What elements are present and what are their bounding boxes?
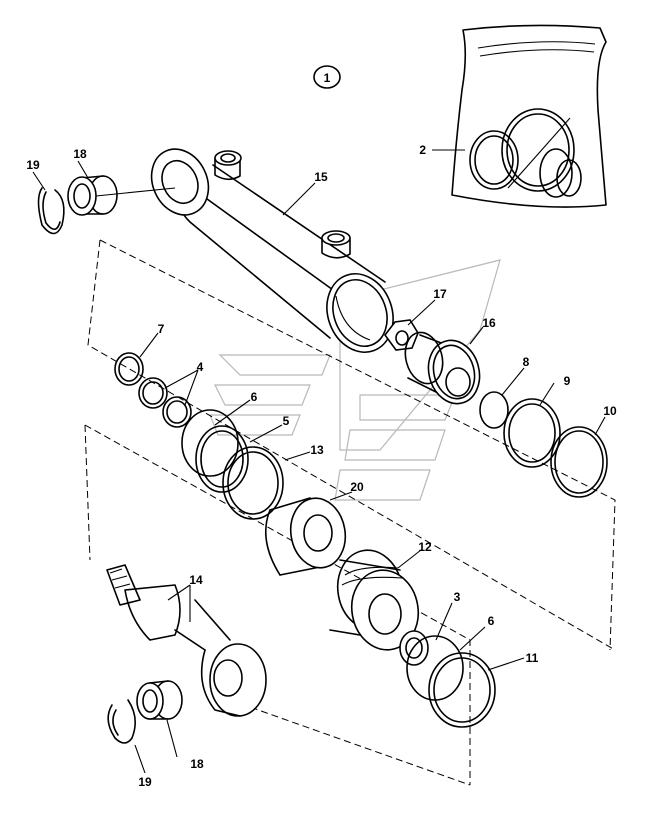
bushing-bottom [136, 680, 183, 720]
callout-14: 14 [189, 573, 203, 587]
callout-10: 10 [603, 404, 617, 418]
callout-9: 9 [564, 374, 571, 388]
bushing-top [67, 175, 176, 216]
callout-18-top: 18 [73, 147, 87, 161]
callout-6-upper: 6 [251, 390, 258, 404]
seal-rings-lower [406, 635, 496, 728]
assembly-guide-lines [84, 239, 616, 786]
cylinder-gland [329, 549, 420, 651]
callout-4: 4 [197, 360, 204, 374]
watermark-logo [209, 259, 501, 501]
callout-18-bottom: 18 [190, 757, 204, 771]
callout-13: 13 [310, 443, 324, 457]
piston-rod [106, 564, 267, 717]
o-ring-small [479, 391, 509, 429]
callout-7: 7 [158, 322, 165, 336]
assembly-number-badge: 1 [313, 65, 341, 89]
callout-8: 8 [523, 355, 530, 369]
callout-12: 12 [418, 540, 432, 554]
callout-16: 16 [482, 316, 496, 330]
seal-rings-middle [181, 409, 284, 520]
snap-ring-bottom [107, 699, 136, 744]
callout-2: 2 [419, 143, 426, 157]
callout-5: 5 [283, 414, 290, 428]
callout-20: 20 [350, 480, 364, 494]
callout-3: 3 [454, 590, 461, 604]
leader-lines [32, 149, 606, 774]
spacer-tube [264, 497, 347, 576]
callout-6-lower: 6 [488, 614, 495, 628]
callout-11: 11 [526, 651, 539, 665]
piston [404, 331, 481, 405]
callout-labels: 2 3 4 5 6 6 7 8 9 10 11 12 13 14 15 16 1… [26, 143, 617, 789]
wear-ring [550, 426, 608, 498]
wiper-ring [114, 352, 144, 386]
assembly-number-text: 1 [324, 71, 331, 85]
piston-seal-ring [503, 398, 561, 468]
cylinder-barrel [150, 148, 394, 353]
callout-19-top: 19 [26, 158, 40, 172]
callout-17: 17 [433, 287, 447, 301]
snap-ring-top [37, 187, 65, 235]
rod-seals [138, 377, 192, 428]
seal-kit-bag [451, 24, 607, 208]
callout-15: 15 [314, 170, 328, 184]
callout-19-bottom: 19 [138, 775, 152, 789]
